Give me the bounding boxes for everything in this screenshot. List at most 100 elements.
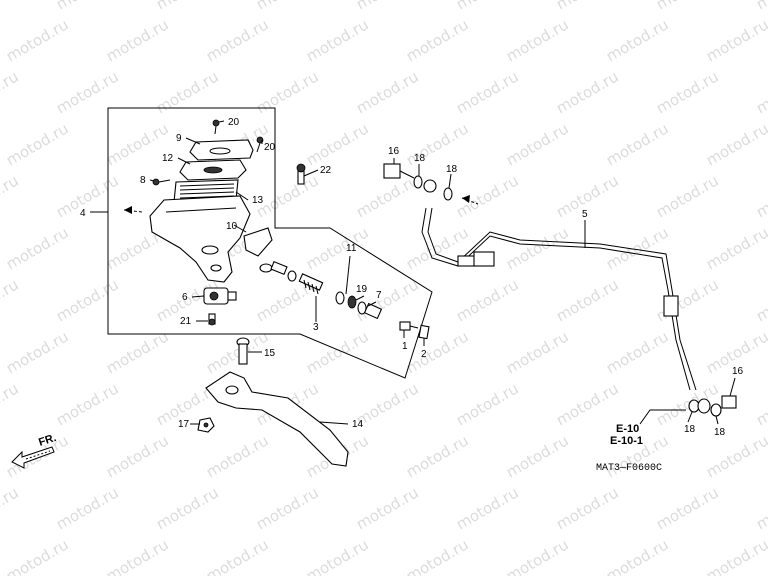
watermark-text: motod.ru <box>453 67 522 117</box>
assembly-outline <box>107 107 433 379</box>
watermark-text: motod.ru <box>453 275 522 325</box>
callout-10: 10 <box>226 221 238 232</box>
watermark-text: motod.ru <box>653 275 722 325</box>
watermark-text: motod.ru <box>703 431 768 481</box>
watermark-text: motod.ru <box>753 483 768 533</box>
master-cylinder-body <box>149 195 251 283</box>
watermark-text: motod.ru <box>103 535 172 576</box>
lever-pivot <box>225 385 239 395</box>
watermark-text: motod.ru <box>403 431 472 481</box>
direction-arrows <box>123 195 479 214</box>
watermark-text: motod.ru <box>3 119 72 169</box>
callout-16-upper: 16 <box>388 146 400 157</box>
callout-20-right: 20 <box>264 142 276 153</box>
banjo-fitting-upper <box>423 179 437 193</box>
watermark-text: motod.ru <box>403 535 472 576</box>
watermark-text: motod.ru <box>303 119 372 169</box>
callout-7: 7 <box>376 290 382 301</box>
watermark-text: motod.ru <box>503 119 572 169</box>
hose-fitting-upper <box>457 255 477 267</box>
screw-21 <box>208 313 216 326</box>
watermark-text: motod.ru <box>0 67 22 117</box>
watermark-text: motod.ru <box>353 171 422 221</box>
callout-20-top: 20 <box>228 117 240 128</box>
watermark-text: motod.ru <box>453 0 522 13</box>
callout-11: 11 <box>346 243 357 254</box>
watermark-text: motod.ru <box>53 275 122 325</box>
watermark-text: motod.ru <box>3 223 72 273</box>
watermark-text: motod.ru <box>503 15 572 65</box>
screw-20-top <box>212 119 220 135</box>
watermark-text: motod.ru <box>0 379 22 429</box>
clutch-switch <box>203 287 237 305</box>
watermark-text: motod.ru <box>53 0 122 13</box>
body-mount <box>210 264 222 272</box>
watermark-text: motod.ru <box>3 327 72 377</box>
cap-emblem <box>209 147 231 155</box>
watermark-text: motod.ru <box>603 223 672 273</box>
callout-9: 9 <box>176 133 182 144</box>
watermark-text: motod.ru <box>0 275 22 325</box>
watermark-text: motod.ru <box>303 223 372 273</box>
watermark-text: motod.ru <box>703 119 768 169</box>
watermark-text: motod.ru <box>603 15 672 65</box>
watermark-text: motod.ru <box>403 15 472 65</box>
callout-12: 12 <box>162 153 174 164</box>
banjo-bolt-16-upper <box>383 163 415 179</box>
watermark-text: motod.ru <box>453 483 522 533</box>
watermark-text: motod.ru <box>753 379 768 429</box>
watermark-text: motod.ru <box>203 431 272 481</box>
callout-13: 13 <box>252 195 264 206</box>
watermark-text: motod.ru <box>103 327 172 377</box>
callout-19: 19 <box>356 284 368 295</box>
callout-8: 8 <box>140 175 146 186</box>
watermark-text: motod.ru <box>553 0 622 13</box>
watermark-text: motod.ru <box>753 275 768 325</box>
watermark-text: motod.ru <box>353 0 422 13</box>
watermark-text: motod.ru <box>503 535 572 576</box>
callout-18-b: 18 <box>446 164 458 175</box>
watermark-text: motod.ru <box>153 0 222 13</box>
callouts: 4 9 20 20 12 8 13 10 22 6 21 15 14 17 3 … <box>80 117 744 438</box>
watermark-text: motod.ru <box>653 67 722 117</box>
watermark-text: motod.ru <box>253 0 322 13</box>
reference-e10-1[interactable]: E-10-1 <box>610 435 643 447</box>
washer-18-d <box>710 403 722 417</box>
watermark-text: motod.ru <box>153 67 222 117</box>
watermark-text: motod.ru <box>553 67 622 117</box>
reference-e10[interactable]: E-10 <box>616 423 639 435</box>
diagram-code: MAT3—F0600C <box>596 463 662 474</box>
watermark-text: motod.ru <box>553 275 622 325</box>
watermark-text: motod.ru <box>703 15 768 65</box>
watermark-text: motod.ru <box>603 535 672 576</box>
banjo-fitting-lower <box>697 398 711 414</box>
watermark-text: motod.ru <box>753 0 768 13</box>
watermark-text: motod.ru <box>303 535 372 576</box>
watermark-text: motod.ru <box>253 171 322 221</box>
watermark-text: motod.ru <box>353 275 422 325</box>
callout-18-c: 18 <box>684 424 696 435</box>
watermark-text: motod.ru <box>503 223 572 273</box>
watermark-text: motod.ru <box>653 379 722 429</box>
watermark-text: motod.ru <box>353 483 422 533</box>
callout-2: 2 <box>421 349 427 360</box>
washer-18-b <box>443 187 453 201</box>
watermark-text: motod.ru <box>603 119 672 169</box>
callout-18-a: 18 <box>414 153 426 164</box>
screw-22 <box>296 163 306 185</box>
bolt-8 <box>152 178 171 186</box>
watermark-text: motod.ru <box>153 483 222 533</box>
bolt-1 <box>399 321 419 331</box>
watermark-text: motod.ru <box>3 535 72 576</box>
callout-16-lower: 16 <box>732 366 744 377</box>
watermark-text: motod.ru <box>653 483 722 533</box>
callout-15: 15 <box>264 348 276 359</box>
watermark-text: motod.ru <box>303 15 372 65</box>
body-boss <box>201 245 219 255</box>
watermark-text: motod.ru <box>753 171 768 221</box>
watermark-text: motod.ru <box>603 327 672 377</box>
watermark-text: motod.ru <box>103 431 172 481</box>
pivot-bolt-15 <box>236 337 250 365</box>
